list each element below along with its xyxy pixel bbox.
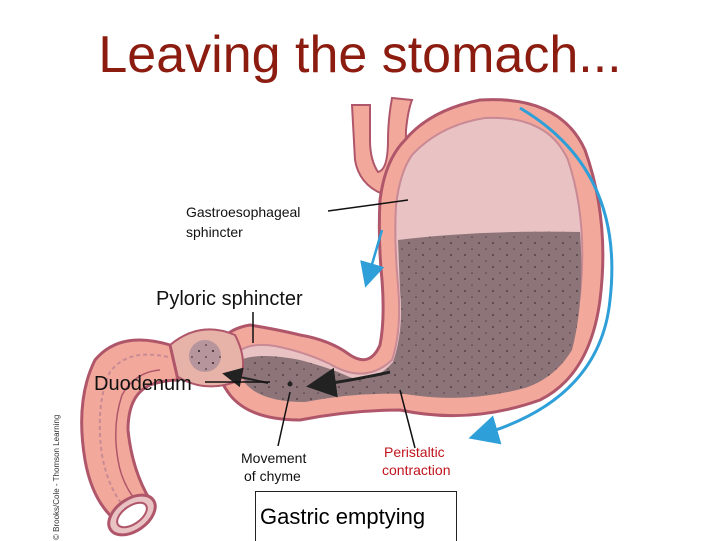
slide-title: Leaving the stomach... bbox=[98, 26, 622, 84]
duodenum bbox=[80, 338, 180, 537]
leader-line-peristaltic bbox=[399, 389, 416, 449]
label-pyloric-sphincter: Pyloric sphincter bbox=[156, 288, 303, 310]
gastric-emptying-box: Gastric emptying bbox=[255, 491, 457, 541]
chyme-particle bbox=[287, 381, 293, 387]
label-peristaltic-line1: Peristaltic bbox=[384, 444, 445, 460]
peristalsis-curve-arrow bbox=[468, 106, 614, 445]
esophagus-entry-arrow bbox=[360, 229, 385, 288]
leader-line-gastroesophageal bbox=[327, 199, 409, 212]
label-gastric-emptying: Gastric emptying bbox=[260, 504, 426, 529]
label-duodenum: Duodenum bbox=[94, 373, 192, 395]
label-gastroesophageal-line2: sphincter bbox=[186, 224, 243, 240]
stomach-body bbox=[213, 98, 605, 422]
label-movement-line2: of chyme bbox=[244, 468, 301, 484]
label-gastroesophageal-line1: Gastroesophageal bbox=[186, 204, 301, 220]
label-movement-line1: Movement bbox=[241, 450, 307, 466]
chyme-movement-arrow-1 bbox=[306, 367, 391, 398]
copyright-credit: © Brooks/Cole - Thomson Learning bbox=[52, 414, 61, 540]
leader-line-movement bbox=[277, 391, 291, 447]
label-peristaltic-line2: contraction bbox=[382, 462, 451, 478]
